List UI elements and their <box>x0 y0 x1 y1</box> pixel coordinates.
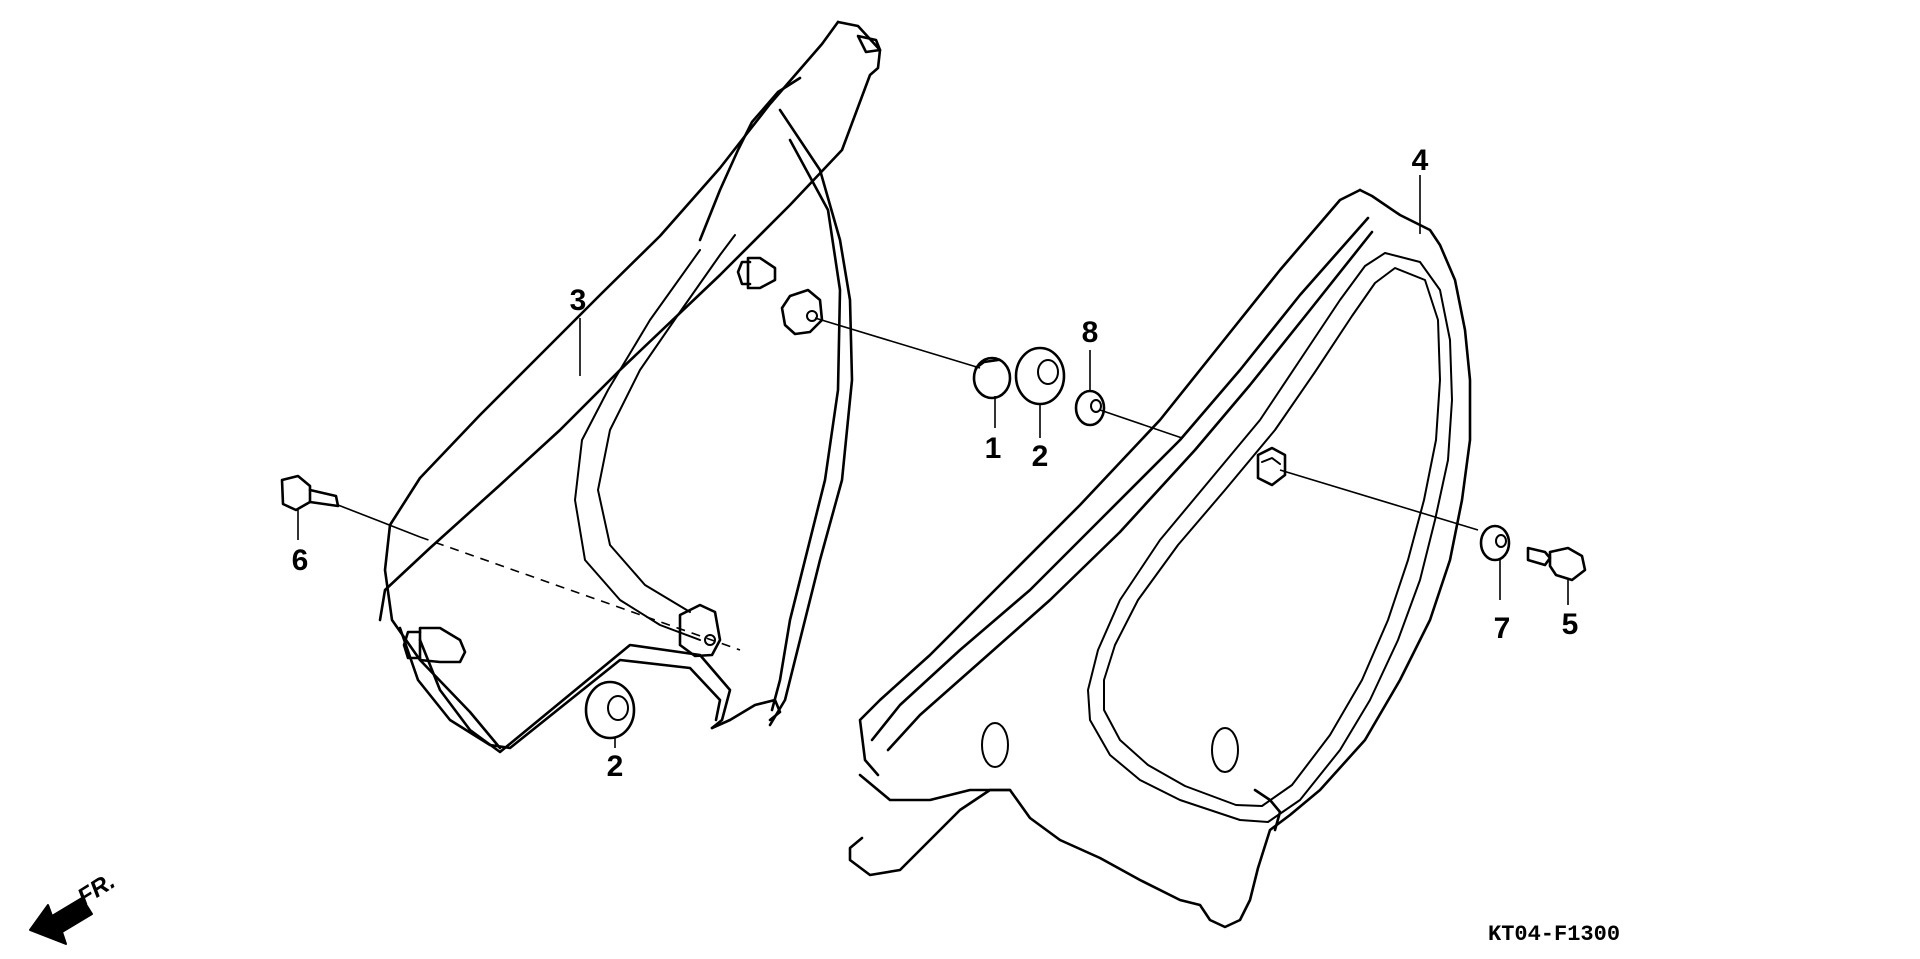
callout-5: 5 <box>1562 608 1579 641</box>
callout-1: 1 <box>985 432 1002 465</box>
callout-3: 3 <box>570 284 587 317</box>
callout-8: 8 <box>1082 316 1099 349</box>
callout-6: 6 <box>292 544 309 577</box>
front-direction-arrow: FR. <box>29 868 120 945</box>
part-2-grommet-upper <box>1014 346 1066 406</box>
part-6-bolt <box>280 474 340 512</box>
callout-2-upper: 2 <box>1032 440 1049 473</box>
part-7-washer <box>1479 524 1511 562</box>
part-5-bolt <box>1526 546 1587 582</box>
callout-leaders <box>297 175 1569 748</box>
left-side-cover <box>378 20 882 754</box>
right-side-cover <box>848 188 1472 929</box>
callout-4: 4 <box>1412 144 1429 177</box>
hardware-axis-lines <box>337 317 1479 651</box>
part-2-grommet-lower <box>584 680 636 740</box>
part-1-grommet <box>972 356 1012 400</box>
callout-2-lower: 2 <box>607 750 624 783</box>
part-8-washer <box>1074 389 1106 427</box>
diagram-code: KT04-F1300 <box>1488 922 1620 947</box>
callout-7: 7 <box>1494 612 1511 645</box>
